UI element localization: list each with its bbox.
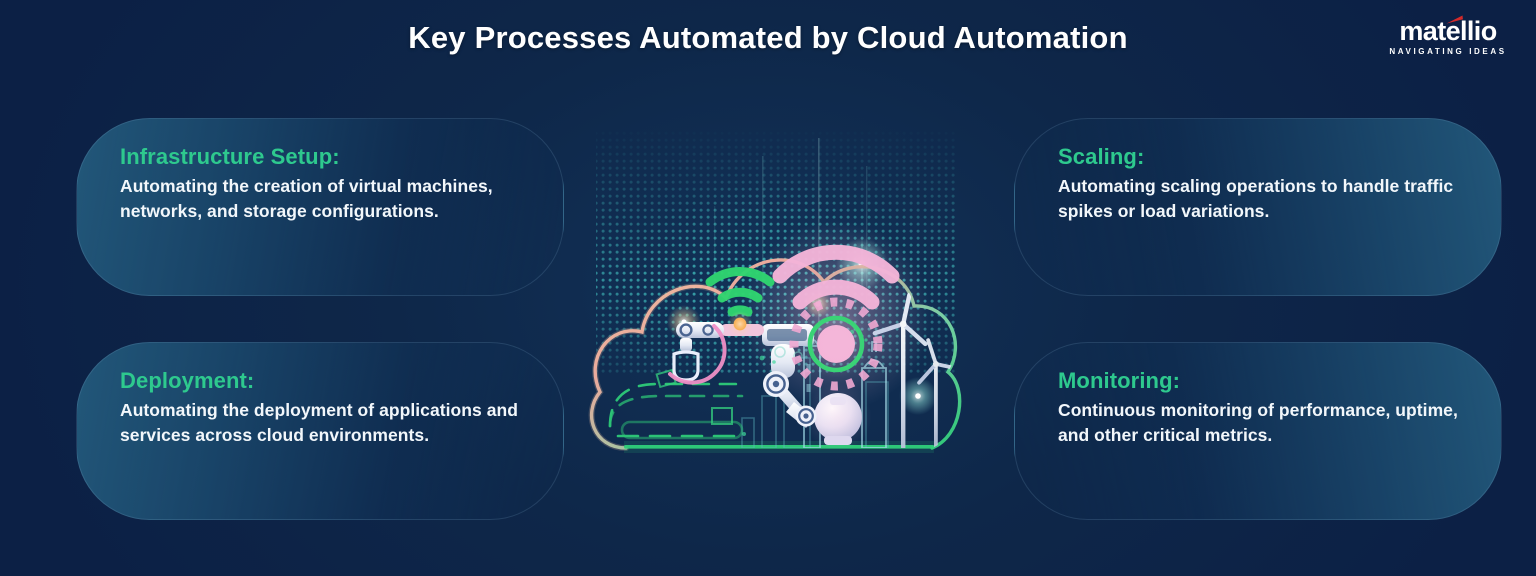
spherical-vessel bbox=[804, 383, 872, 448]
card-background bbox=[1014, 118, 1502, 296]
conveyor-belt bbox=[608, 382, 744, 440]
accent-arc bbox=[668, 324, 727, 385]
card-monitoring: Monitoring: Continuous monitoring of per… bbox=[1014, 342, 1502, 520]
cloud-outline bbox=[589, 258, 962, 450]
logo-tagline: NAVIGATING IDEAS bbox=[1389, 47, 1507, 56]
card-body: Automating scaling operations to handle … bbox=[1058, 176, 1454, 222]
card-scaling: Scaling: Automating scaling operations t… bbox=[1014, 118, 1502, 296]
dashed-ring bbox=[789, 297, 883, 391]
card-body: Automating the deployment of application… bbox=[120, 400, 518, 446]
wind-turbine bbox=[872, 292, 928, 448]
card-background bbox=[1014, 342, 1502, 520]
logo-wordmark: matellio bbox=[1399, 16, 1497, 46]
logo-brand-text: matellio bbox=[1399, 16, 1497, 46]
card-body: Automating the creation of virtual machi… bbox=[120, 176, 493, 222]
brand-logo: matellio NAVIGATING IDEAS bbox=[1384, 18, 1512, 56]
card-background bbox=[76, 118, 564, 296]
cloud-outline-glow bbox=[588, 283, 729, 451]
card-title: Monitoring: bbox=[1058, 368, 1181, 393]
card-title: Deployment: bbox=[120, 368, 255, 393]
card-infrastructure-setup: Infrastructure Setup: Automating the cre… bbox=[76, 118, 564, 296]
card-title: Scaling: bbox=[1058, 144, 1145, 169]
wifi-signal-green bbox=[705, 266, 775, 317]
page-title: Key Processes Automated by Cloud Automat… bbox=[408, 20, 1128, 55]
card-deployment: Deployment: Automating the deployment of… bbox=[76, 342, 564, 520]
card-title: Infrastructure Setup: bbox=[120, 144, 340, 169]
cloud-automation-illustration bbox=[566, 96, 986, 496]
ground-line bbox=[624, 445, 934, 449]
card-background bbox=[76, 342, 564, 520]
card-body: Continuous monitoring of performance, up… bbox=[1058, 400, 1458, 446]
wifi-signal-pink bbox=[772, 244, 900, 310]
